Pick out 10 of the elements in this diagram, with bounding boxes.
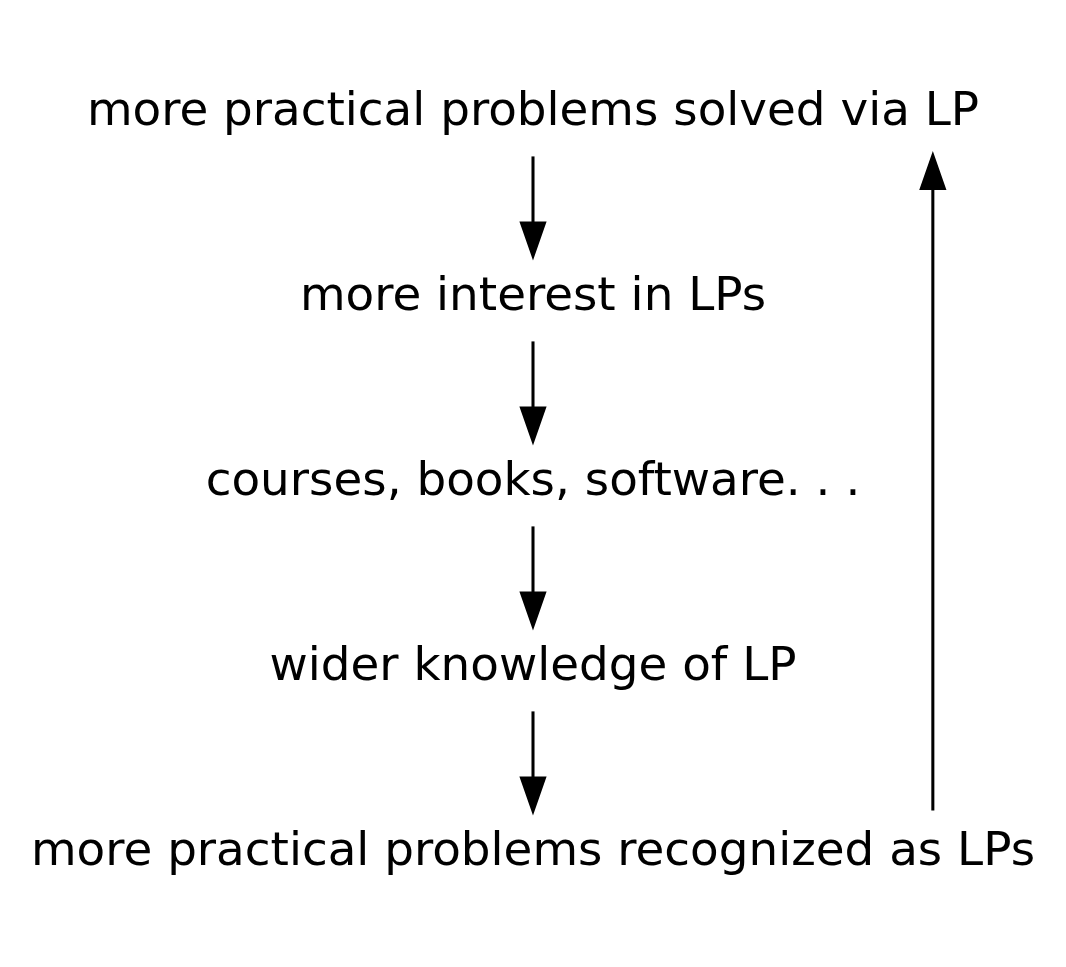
node-text: courses, books, software. . .	[205, 452, 861, 507]
node-text: more practical problems solved via LP	[86, 82, 980, 137]
arrow	[919, 151, 947, 811]
node-text: more practical problems recognized as LPs	[30, 822, 1036, 877]
arrow	[519, 526, 547, 631]
arrow	[519, 156, 547, 261]
arrow	[519, 711, 547, 816]
node-text: wider knowledge of LP	[269, 637, 797, 692]
arrow	[519, 341, 547, 446]
node-text: more interest in LPs	[299, 267, 767, 322]
